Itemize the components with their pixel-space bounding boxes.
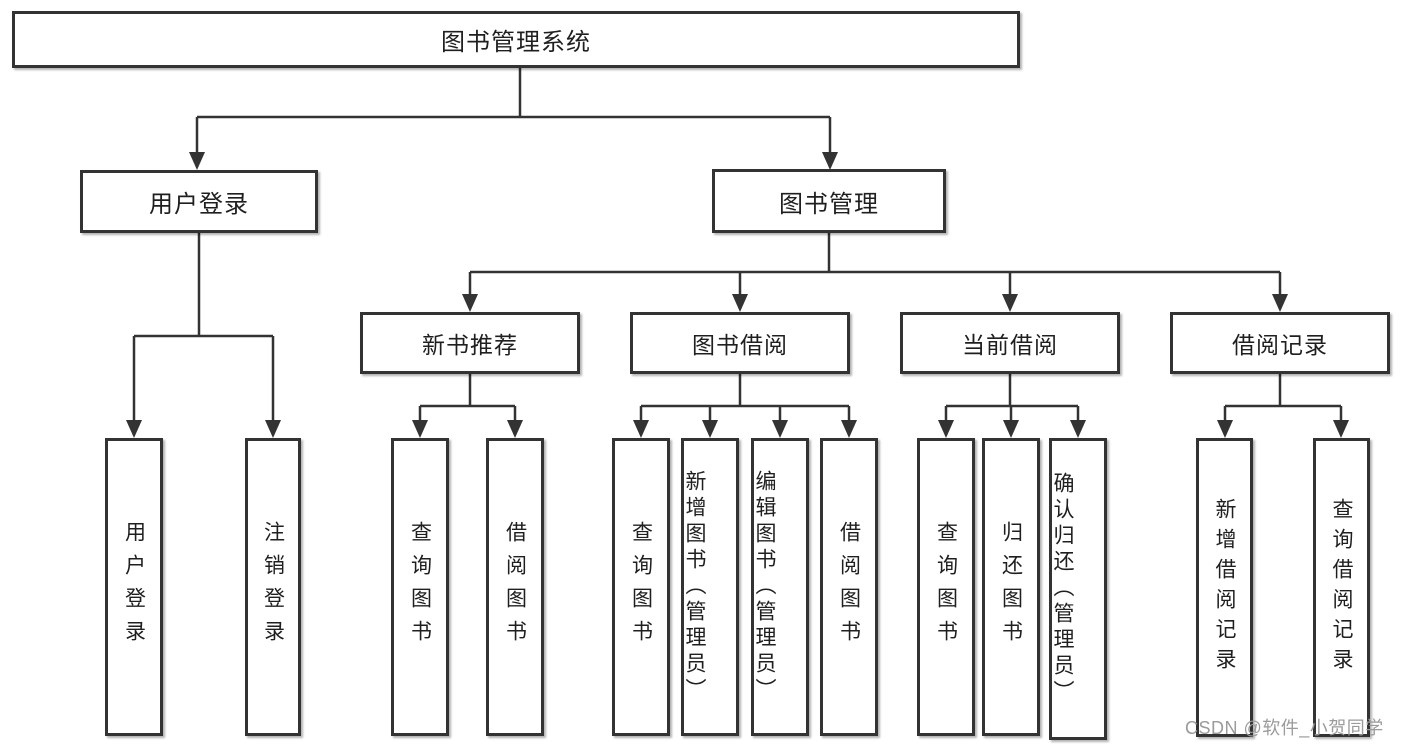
leaf-add-borrow-record: 新增借阅记录 [1196,438,1253,737]
leaf-query-books-recommend: 查询图书 [391,438,449,736]
node-book-borrowing-label: 图书借阅 [692,332,788,358]
leaf-borrow-books-borrowing-label: 借阅图书 [837,521,861,653]
arrow-down-icons [126,152,1349,438]
arrow-down-icon [633,420,649,438]
arrow-down-icon [1003,420,1019,438]
arrow-down-icon [938,420,954,438]
watermark: CSDN @软件_小贺同学 [1185,718,1384,738]
leaf-logout-label: 注销登录 [261,521,285,653]
leaf-borrow-books-recommend: 借阅图书 [486,438,544,736]
node-current-borrowing-label: 当前借阅 [962,332,1058,358]
leaf-edit-book-admin: 编辑图书（管理员） [751,438,809,736]
leaf-add-borrow-record-label: 新增借阅记录 [1213,497,1236,678]
leaf-query-borrow-record: 查询借阅记录 [1313,438,1370,737]
node-book-management-label: 图书管理 [779,190,879,218]
node-user-login-label: 用户登录 [149,191,249,218]
leaf-logout: 注销登录 [245,438,301,736]
arrow-down-icon [412,420,428,438]
leaf-confirm-return-admin-label: 确认归还（管理员） [1051,472,1074,706]
node-user-login: 用户登录 [80,170,318,233]
leaf-user-login: 用户登录 [105,438,163,736]
arrow-down-icon [841,420,857,438]
arrow-down-icon [507,420,523,438]
node-borrowing-records: 借阅记录 [1170,312,1390,374]
leaf-query-borrow-record-label: 查询借阅记录 [1330,497,1353,678]
node-new-book-recommend: 新书推荐 [360,312,580,374]
arrow-down-icon [822,152,838,170]
leaf-borrow-books-recommend-label: 借阅图书 [503,521,527,653]
arrow-down-icon [1217,420,1233,438]
leaf-return-book-label: 归还图书 [999,521,1023,653]
leaf-query-books-current-label: 查询图书 [934,521,958,653]
arrow-down-icon [265,420,281,438]
node-book-management: 图书管理 [712,169,946,233]
arrow-down-icon [126,420,142,438]
leaf-query-books-borrowing-label: 查询图书 [629,521,653,653]
leaf-query-books-current: 查询图书 [917,438,975,736]
node-current-borrowing: 当前借阅 [900,312,1120,374]
leaf-borrow-books-borrowing: 借阅图书 [820,438,878,736]
connector-path [132,68,1343,422]
node-borrowing-records-label: 借阅记录 [1232,332,1328,358]
leaf-return-book: 归还图书 [982,438,1040,736]
leaf-edit-book-admin-label: 编辑图书（管理员） [753,470,776,704]
arrow-down-icon [732,294,748,312]
leaf-confirm-return-admin: 确认归还（管理员） [1049,438,1107,740]
leaf-add-book-admin: 新增图书（管理员） [681,438,739,736]
arrow-down-icon [1333,420,1349,438]
node-root-label: 图书管理系统 [441,29,591,56]
leaf-query-books-recommend-label: 查询图书 [408,521,432,653]
node-new-book-recommend-label: 新书推荐 [422,332,518,358]
leaf-user-login-label: 用户登录 [122,521,146,653]
arrow-down-icon [1272,294,1288,312]
arrow-down-icon [772,420,788,438]
arrow-down-icon [462,294,478,312]
arrow-down-icon [1002,294,1018,312]
leaf-query-books-borrowing: 查询图书 [612,438,670,736]
leaf-add-book-admin-label: 新增图书（管理员） [683,470,706,704]
node-book-borrowing: 图书借阅 [630,312,850,374]
arrow-down-icon [702,420,718,438]
arrow-down-icon [189,152,205,170]
arrow-down-icon [1070,420,1086,438]
node-root-system: 图书管理系统 [12,11,1020,68]
